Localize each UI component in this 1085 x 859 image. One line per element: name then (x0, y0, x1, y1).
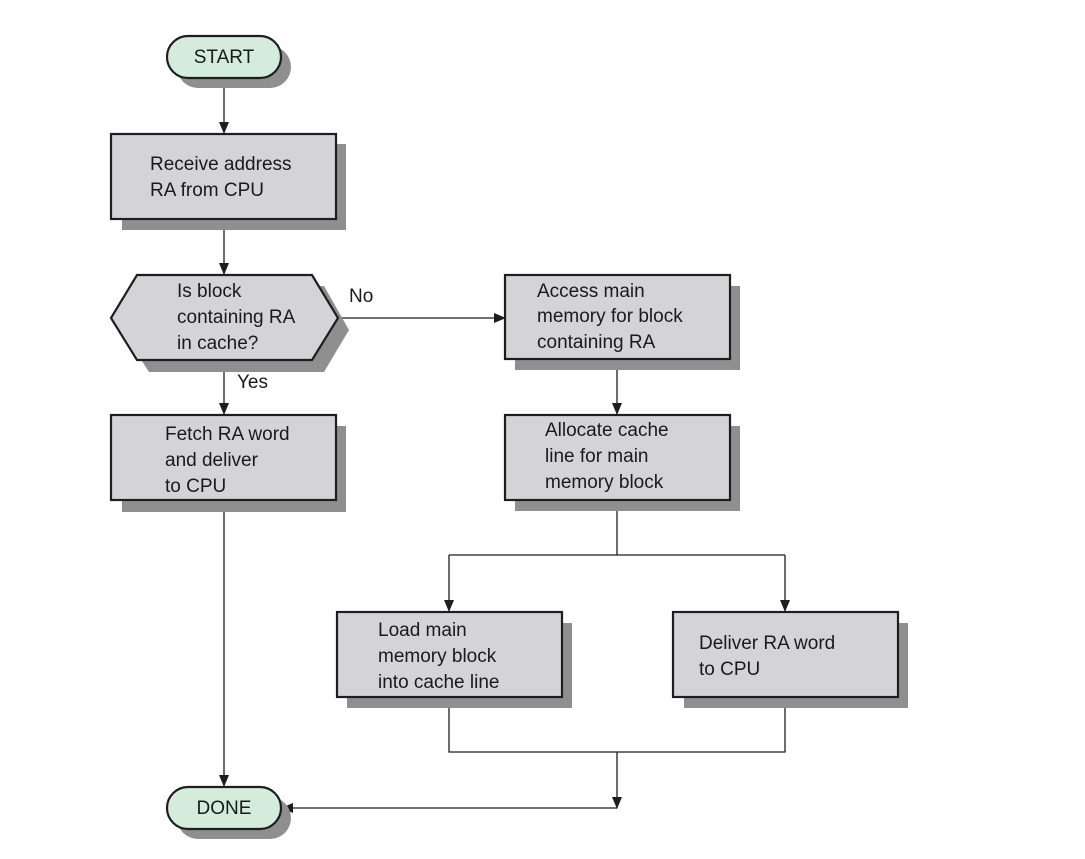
fetch-ra-word-box: Fetch RA word and deliver to CPU (109, 413, 346, 512)
edge-allocate-split (449, 500, 785, 556)
connectors (219, 78, 790, 813)
load-memory-block-label: Load main memory block into cache line (378, 620, 502, 693)
done-terminal: DONE (165, 785, 291, 839)
start-terminal: START (165, 34, 291, 88)
edge-label-no: No (349, 286, 373, 307)
receive-address-label: Receive address RA from CPU (150, 154, 297, 201)
edge-label-yes: Yes (237, 372, 268, 393)
allocate-cache-line-label: Allocate cache line for main memory bloc… (545, 420, 674, 493)
done-label: DONE (197, 798, 252, 819)
access-main-memory-label: Access main memory for block containing … (537, 281, 688, 353)
deliver-ra-word-label: Deliver RA word to CPU (699, 633, 841, 680)
fetch-ra-word-label: Fetch RA word and deliver to CPU (165, 424, 295, 497)
cache-hit-decision: Is block containing RA in cache? (109, 273, 349, 372)
decision-label: Is block containing RA in cache? (177, 281, 300, 354)
access-main-memory-box: Access main memory for block containing … (503, 273, 740, 370)
receive-address-box: Receive address RA from CPU (109, 132, 346, 230)
allocate-cache-line-box: Allocate cache line for main memory bloc… (503, 413, 740, 511)
start-label: START (194, 47, 255, 68)
deliver-ra-word-box: Deliver RA word to CPU (671, 610, 908, 708)
load-memory-block-box: Load main memory block into cache line (335, 610, 572, 708)
